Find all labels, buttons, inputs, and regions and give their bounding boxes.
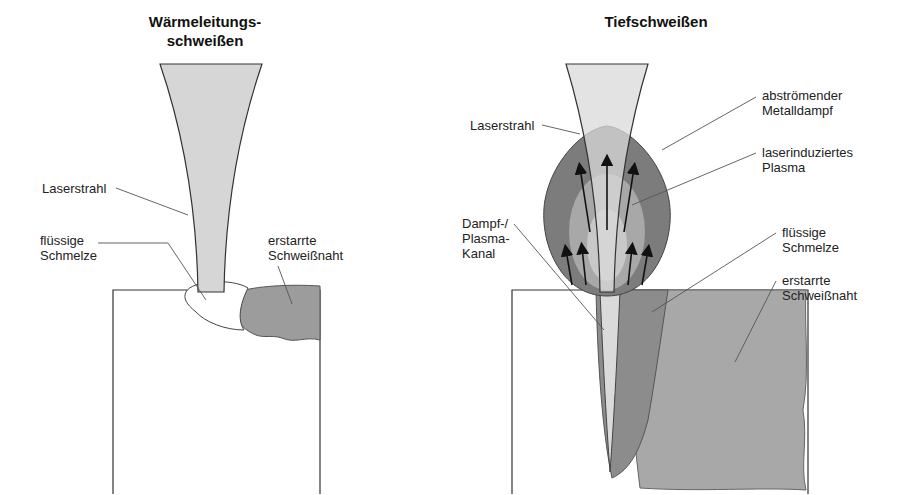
part-label: flüssige Schmelze (40, 233, 97, 263)
part-label: flüssige Schmelze (782, 225, 839, 255)
vapour-capillary (600, 290, 620, 472)
part-label: Laserstrahl (470, 118, 534, 133)
part-label: abströmender Metalldampf (762, 88, 842, 118)
part-label: Dampf-/ Plasma- Kanal (462, 216, 510, 261)
solidified-weld (236, 285, 320, 340)
laser-beam (160, 64, 262, 292)
diagram-title: Wärmeleitungs- schweißen (149, 12, 262, 50)
part-label: erstarrte Schweißnaht (268, 233, 343, 263)
laser-beam (566, 64, 648, 292)
diagram-title: Tiefschweißen (604, 12, 707, 31)
part-label: Laserstrahl (42, 181, 106, 196)
leader-lines (98, 97, 776, 362)
workpiece (512, 290, 808, 494)
melt-pool (596, 290, 668, 478)
part-label: erstarrte Schweißnaht (782, 273, 857, 303)
vapour-flow-arrows (566, 160, 648, 285)
part-label: laserinduziertes Plasma (762, 145, 853, 175)
